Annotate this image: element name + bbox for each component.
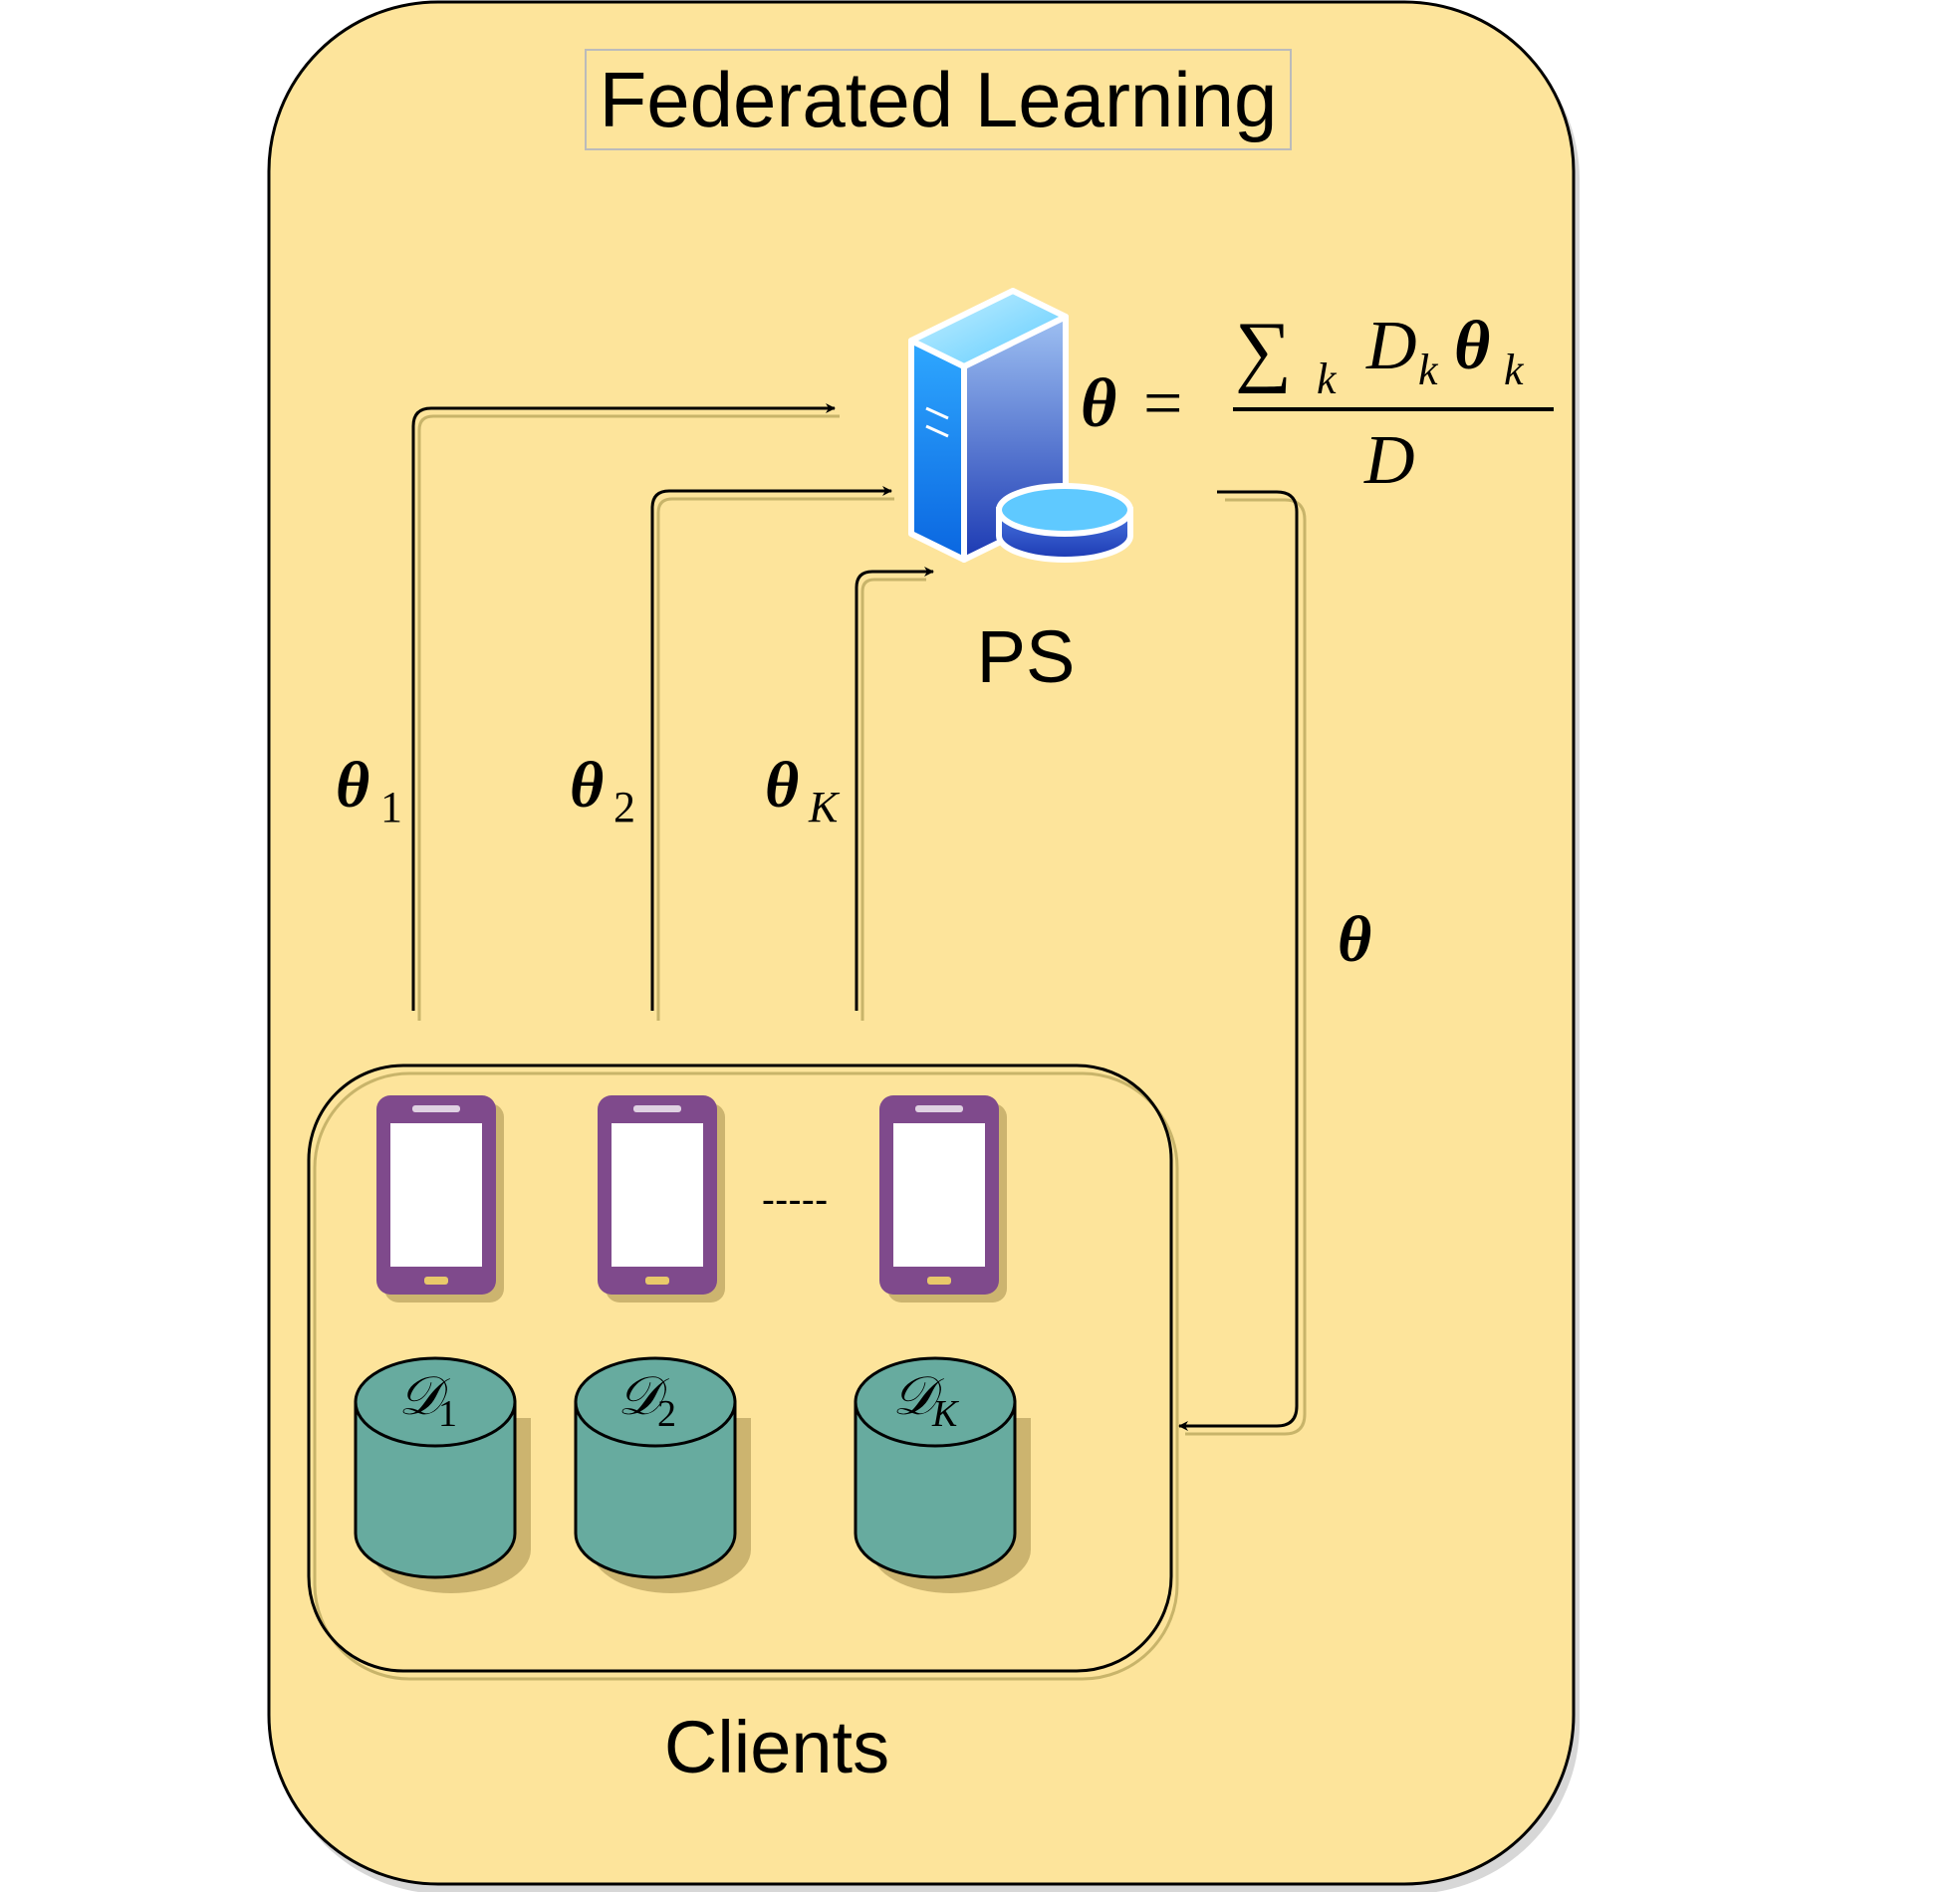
uplink-subscript: 2: [613, 783, 635, 831]
dataset-cylinder: 𝒟 K: [854, 1356, 1031, 1593]
uplink-label-1: θ 1: [336, 749, 402, 831]
diagram-title: Federated Learning: [600, 56, 1278, 143]
formula-sum: ∑: [1235, 307, 1292, 394]
formula-equals: =: [1143, 365, 1182, 442]
formula-lhs: θ: [1081, 365, 1116, 442]
dataset-subscript: K: [931, 1393, 959, 1435]
formula-denominator: D: [1363, 422, 1415, 499]
uplink-symbol: θ: [765, 749, 799, 822]
uplink-symbol: θ: [570, 749, 604, 822]
server-icon: [908, 288, 1133, 563]
dataset-subscript: 2: [657, 1393, 676, 1435]
formula-num-d-sub: k: [1418, 346, 1439, 394]
phone-icon: [879, 1095, 1007, 1302]
uplink-label-k: θ K: [765, 749, 841, 831]
dataset-subscript: 1: [438, 1393, 457, 1435]
dataset-cylinder: 𝒟 1: [354, 1356, 531, 1593]
downlink-label: θ: [1338, 903, 1371, 976]
phone-icon: [376, 1095, 504, 1302]
uplink-label-2: θ 2: [570, 749, 635, 831]
formula-num-theta: θ: [1454, 308, 1490, 384]
aggregation-formula: θ = ∑ k D k θ k D: [1081, 307, 1554, 499]
uplink-arrows: [411, 403, 934, 1021]
dataset-cylinder: 𝒟 2: [574, 1356, 751, 1593]
clients-ellipsis: -----: [762, 1178, 829, 1222]
uplink-subscript: K: [808, 783, 841, 831]
phone-icon: [598, 1095, 725, 1302]
server-label: PS: [977, 615, 1076, 698]
downlink-arrow: [1178, 490, 1307, 1436]
formula-sum-sub: k: [1317, 355, 1338, 403]
uplink-subscript: 1: [380, 783, 402, 831]
federated-learning-panel: [267, 0, 1580, 1892]
uplink-symbol: θ: [336, 749, 369, 822]
formula-num-d: D: [1365, 308, 1417, 384]
diagram-title-box: Federated Learning: [585, 49, 1292, 150]
clients-label: Clients: [664, 1706, 889, 1788]
clients-panel: [307, 1064, 1179, 1681]
formula-num-theta-sub: k: [1504, 346, 1525, 394]
